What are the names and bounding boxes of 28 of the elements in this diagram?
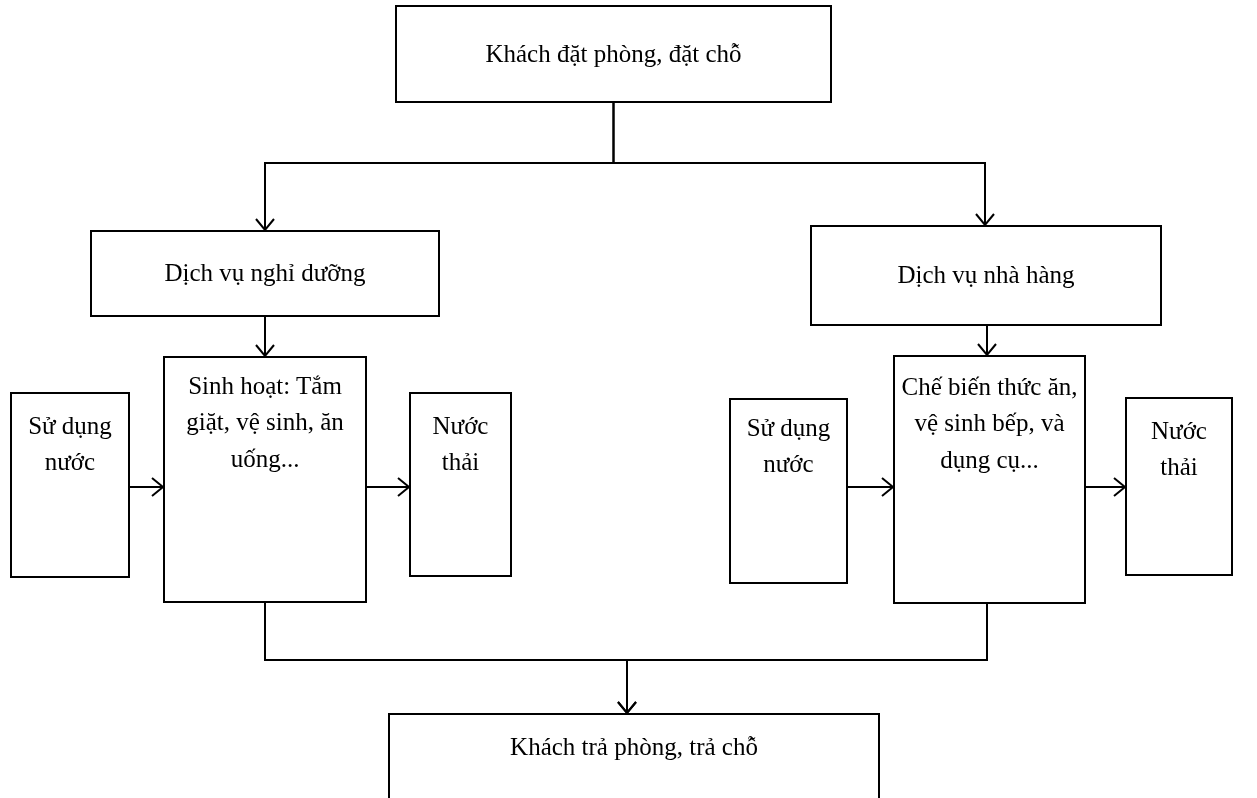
arrow xyxy=(129,477,164,497)
node-text: Sinh hoạt: Tắm giặt, vệ sinh, ăn uống... xyxy=(185,371,345,474)
process-box xyxy=(810,225,1162,326)
process-box xyxy=(1125,397,1233,576)
node-text: Dịch vụ nghỉ dưỡng xyxy=(164,258,366,289)
process-box xyxy=(395,5,832,103)
process-box xyxy=(10,392,130,578)
node-text: Nước thải xyxy=(431,411,490,478)
process-box xyxy=(163,356,367,603)
node-text: Nước thải xyxy=(1150,416,1208,483)
node-text: Khách trả phòng, trả chỗ xyxy=(510,732,758,762)
process-box xyxy=(388,713,880,798)
process-box xyxy=(409,392,512,577)
arrow xyxy=(617,603,988,714)
node-text: Khách đặt phòng, đặt chỗ xyxy=(485,38,742,69)
node-text: Sử dụng nước xyxy=(745,413,832,480)
node-text: Chế biến thức ăn, vệ sinh bếp, và dụng cụ... xyxy=(901,372,1078,475)
process-box xyxy=(90,230,440,317)
node-text: Dịch vụ nhà hàng xyxy=(897,260,1075,291)
arrow xyxy=(612,102,995,226)
arrow xyxy=(255,316,275,357)
process-box xyxy=(729,398,848,584)
process-box xyxy=(893,355,1086,604)
arrow xyxy=(366,477,410,497)
arrow xyxy=(977,325,997,356)
arrow xyxy=(847,477,894,497)
node-text: Sử dụng nước xyxy=(27,411,113,478)
arrow xyxy=(1085,477,1126,497)
